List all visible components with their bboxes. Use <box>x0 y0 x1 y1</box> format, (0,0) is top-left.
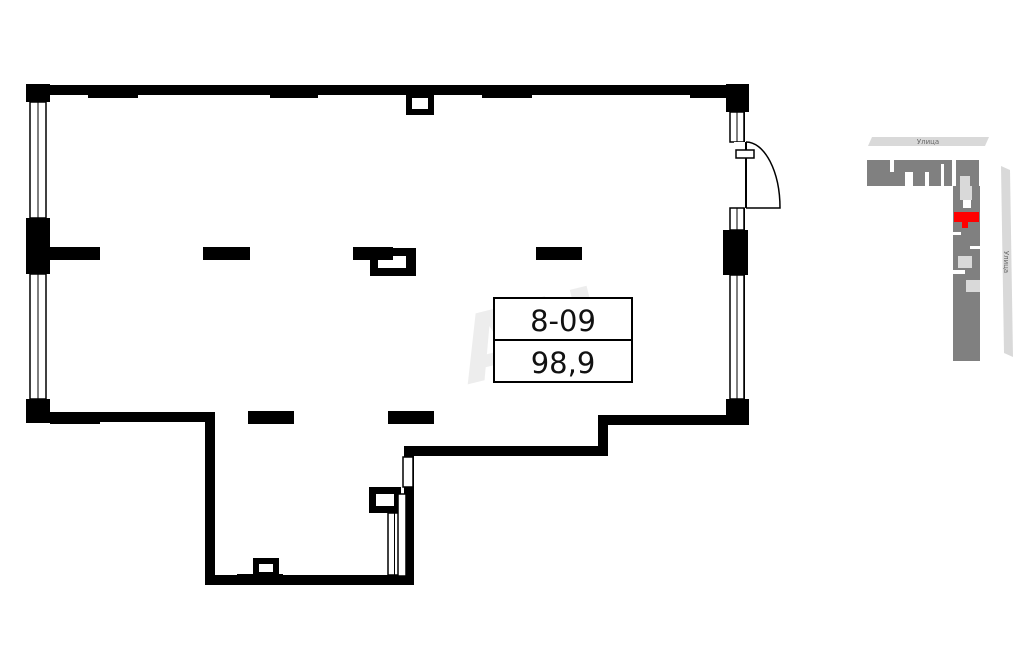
column-shaft <box>370 248 416 276</box>
wing-notch-6 <box>960 176 970 186</box>
inner-window <box>402 456 414 488</box>
wing-gap-4 <box>953 270 965 274</box>
wing-gap-5 <box>966 280 980 292</box>
wing-notch-3 <box>925 172 929 186</box>
top-wall-thick-4 <box>690 86 730 98</box>
corner-bottom-left <box>26 399 50 423</box>
bottom-niche <box>253 558 279 578</box>
top-wall-thick-1 <box>88 86 138 98</box>
corner-top-left <box>26 84 50 102</box>
wing-notch-1 <box>890 160 894 172</box>
lower-shaft <box>369 487 401 513</box>
unit-number: 8-09 <box>530 304 596 338</box>
wing-notch-4 <box>941 164 944 186</box>
top-niche <box>406 92 434 115</box>
beam-4 <box>536 247 582 260</box>
lower-window-b <box>397 493 407 577</box>
street-right-label: Улица <box>1002 251 1010 273</box>
wing-gap-1 <box>953 232 961 235</box>
wing-notch-2 <box>905 172 913 186</box>
left-pier <box>26 218 50 274</box>
corner-bottom-right <box>726 399 749 425</box>
door-jamb <box>735 149 755 159</box>
key-plan-highlight <box>954 212 979 228</box>
top-wall-thick-2 <box>270 86 318 98</box>
street-top-label: Улица <box>917 138 939 146</box>
door-swing <box>745 141 781 209</box>
unit-area: 98,9 <box>531 346 596 380</box>
wing-notch-5 <box>952 160 956 186</box>
bottom-wall-thick <box>237 574 283 582</box>
bottom-left-thick <box>50 412 100 424</box>
wing-light-2 <box>963 200 971 208</box>
beam-2 <box>203 247 250 260</box>
right-pier <box>723 230 748 275</box>
unit-label: 8-09 98,9 <box>493 297 633 383</box>
key-plan: Улица Улица <box>867 137 1013 361</box>
wing-gap-3 <box>958 256 972 268</box>
top-wall-thick-3 <box>482 86 532 98</box>
beam-1 <box>50 247 100 260</box>
street-top <box>868 137 989 146</box>
wing-light-1 <box>960 186 972 200</box>
beam-6 <box>388 411 434 424</box>
beam-5 <box>248 411 294 424</box>
wing-gap-2 <box>970 246 980 249</box>
corner-top-right <box>726 84 749 112</box>
street-right <box>1001 166 1013 357</box>
